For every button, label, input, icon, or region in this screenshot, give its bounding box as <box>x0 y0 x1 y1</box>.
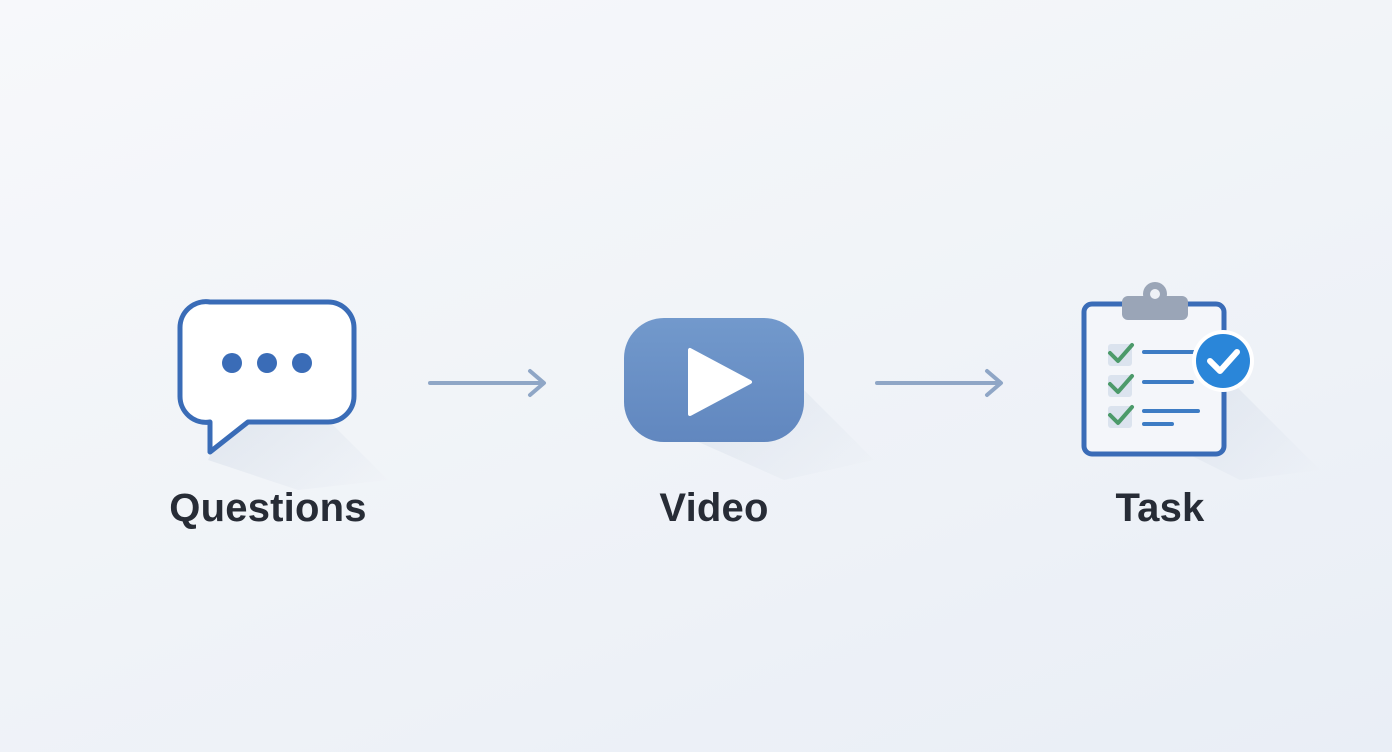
clipboard-checklist-icon <box>1030 280 1320 480</box>
arrow-right-icon <box>875 368 1003 400</box>
step-label-video: Video <box>659 486 769 530</box>
chat-bubble-icon <box>138 290 398 490</box>
step-label-questions: Questions <box>169 486 367 530</box>
step-questions: Questions <box>138 290 398 550</box>
step-task: Task <box>1030 280 1320 550</box>
arrow-right-icon <box>428 368 552 400</box>
step-label-task: Task <box>1115 486 1205 530</box>
play-button-icon <box>584 290 874 490</box>
step-video: Video <box>584 290 874 550</box>
